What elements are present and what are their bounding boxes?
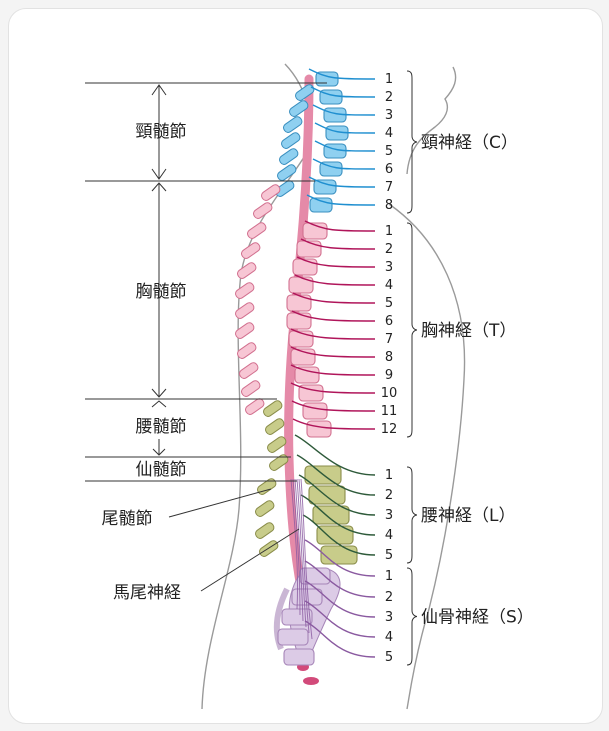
nerve-group-label: 胸神経（T） bbox=[421, 321, 516, 341]
nerve-number: 3 bbox=[385, 260, 393, 275]
spinous-process bbox=[236, 261, 258, 280]
nerve-number: 3 bbox=[385, 108, 393, 123]
nerve-group-label: 腰神経（L） bbox=[421, 506, 515, 526]
head-outline bbox=[407, 67, 456, 174]
spinous-process bbox=[236, 341, 258, 360]
nerve-number: 7 bbox=[385, 180, 393, 195]
spinous-process bbox=[276, 163, 298, 182]
nerve-labels: 12345678頸神経（C）123456789101112胸神経（T）12345… bbox=[381, 71, 534, 665]
spinous-process bbox=[280, 131, 302, 150]
vertebral-body bbox=[287, 295, 311, 311]
nerve-number: 7 bbox=[385, 332, 393, 347]
vertebrae-group bbox=[234, 72, 357, 685]
sacral-segment-label: 仙髄節 bbox=[136, 460, 187, 480]
spinous-process bbox=[262, 399, 284, 418]
nerve-number: 2 bbox=[385, 242, 393, 257]
spinal-diagram: 頸髄節 胸髄節 腰髄節 仙髄節 尾髄節 馬尾神経 12345678頸神経（C）1… bbox=[9, 9, 603, 724]
spinous-process bbox=[256, 477, 278, 496]
spinous-process bbox=[246, 221, 268, 240]
vertebral-body bbox=[278, 629, 308, 645]
nerve-number: 5 bbox=[385, 650, 393, 665]
nerve-number: 5 bbox=[385, 144, 393, 159]
nerve-number: 1 bbox=[385, 569, 393, 584]
cauda-leader bbox=[201, 529, 299, 591]
vertebral-body bbox=[307, 421, 331, 437]
nerve-number: 3 bbox=[385, 610, 393, 625]
nerve-number: 9 bbox=[385, 368, 393, 383]
spinous-process bbox=[264, 417, 286, 436]
spinous-process bbox=[282, 115, 304, 134]
vertebral-body bbox=[295, 367, 319, 383]
nerve-group-brace bbox=[407, 71, 417, 213]
vertebral-body bbox=[284, 649, 314, 665]
spinous-process bbox=[238, 361, 260, 380]
nerve-number: 1 bbox=[385, 224, 393, 239]
nerve-number: 6 bbox=[385, 162, 393, 177]
nerve-number: 1 bbox=[385, 72, 393, 87]
nerve-number: 2 bbox=[385, 90, 393, 105]
nerve-number: 4 bbox=[385, 630, 393, 645]
nerve-number: 11 bbox=[381, 404, 398, 419]
spinous-process bbox=[260, 183, 282, 202]
cauda-equina-label: 馬尾神経 bbox=[113, 583, 181, 603]
nerve-number: 8 bbox=[385, 198, 393, 213]
vertebral-body bbox=[303, 403, 327, 419]
nerve-group-label: 仙骨神経（S） bbox=[421, 608, 534, 628]
spinous-process bbox=[234, 301, 256, 320]
nerve-number: 1 bbox=[385, 468, 393, 483]
spinous-process bbox=[240, 241, 262, 260]
nerve-number: 12 bbox=[381, 422, 398, 437]
nerve-group-brace bbox=[407, 467, 417, 563]
nerve-number: 4 bbox=[385, 278, 393, 293]
spinous-process bbox=[234, 281, 256, 300]
vertebral-body bbox=[309, 486, 345, 504]
vertebral-body bbox=[314, 180, 336, 194]
nerve-number: 5 bbox=[385, 296, 393, 311]
nerve-group-label: 頸神経（C） bbox=[421, 133, 518, 153]
spinous-process bbox=[254, 499, 276, 518]
nerve-number: 6 bbox=[385, 314, 393, 329]
coccygeal-segment-label: 尾髄節 bbox=[102, 509, 153, 529]
nerve-number: 4 bbox=[385, 528, 393, 543]
nerve-number: 10 bbox=[381, 386, 398, 401]
back-outline bbox=[389, 204, 465, 709]
vertebral-body bbox=[297, 241, 321, 257]
nerve-root bbox=[293, 419, 375, 429]
vertebral-body bbox=[321, 546, 357, 564]
spinous-process bbox=[266, 435, 288, 454]
cervical-segment-label: 頸髄節 bbox=[136, 122, 187, 142]
nerve-number: 4 bbox=[385, 126, 393, 141]
nerve-number: 2 bbox=[385, 488, 393, 503]
spinous-process bbox=[240, 379, 262, 398]
vertebral-body bbox=[289, 277, 313, 293]
vertebral-body bbox=[287, 313, 311, 329]
nerve-group-brace bbox=[407, 223, 417, 437]
spinous-process bbox=[244, 397, 266, 416]
spinous-process bbox=[278, 147, 300, 166]
nerve-number: 8 bbox=[385, 350, 393, 365]
nerve-number: 2 bbox=[385, 590, 393, 605]
nerve-number: 3 bbox=[385, 508, 393, 523]
thoracic-segment-label: 胸髄節 bbox=[136, 282, 187, 302]
spinous-process bbox=[254, 521, 276, 540]
coccyx-segment bbox=[303, 677, 319, 685]
lumbar-segment-label: 腰髄節 bbox=[136, 417, 187, 437]
vertebral-body bbox=[293, 259, 317, 275]
nerve-number: 5 bbox=[385, 548, 393, 563]
nerve-group-brace bbox=[407, 568, 417, 665]
spinous-process bbox=[234, 321, 256, 340]
